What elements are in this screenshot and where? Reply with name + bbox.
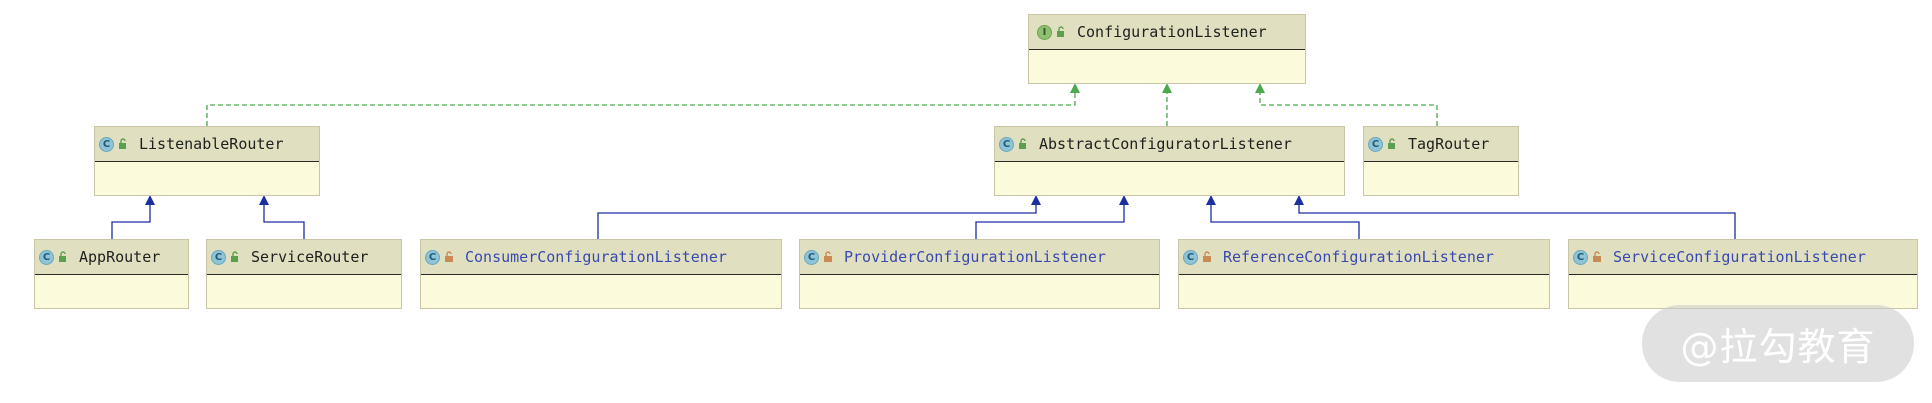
- class-icon: C: [1183, 249, 1198, 265]
- class-name: AppRouter: [79, 248, 161, 266]
- watermark: @拉勾教育: [1642, 305, 1914, 382]
- class-name: ServiceConfigurationListener: [1613, 248, 1866, 266]
- arrowhead: [1206, 195, 1216, 205]
- class-name: ConsumerConfigurationListener: [465, 248, 727, 266]
- class-header: C ServiceConfigurationListener: [1569, 240, 1917, 275]
- class-icon: C: [1368, 136, 1383, 152]
- class-node-consumerconfigurationlistener[interactable]: C ConsumerConfigurationListener: [420, 239, 782, 309]
- implements-arrowheads: [1070, 83, 1265, 93]
- edge-tagrouter-implements-configurationlistener: [1259, 90, 1438, 126]
- edge-consumer-extends-abstractconfigurator: [597, 202, 1037, 239]
- class-icon: C: [1573, 249, 1588, 265]
- public-lock-icon: [1388, 138, 1395, 149]
- class-name: ProviderConfigurationListener: [844, 248, 1106, 266]
- class-node-providerconfigurationlistener[interactable]: C ProviderConfigurationListener: [799, 239, 1160, 309]
- private-lock-icon: [1203, 251, 1211, 262]
- interface-icon: I: [1037, 24, 1052, 40]
- extends-edges: [111, 202, 1736, 239]
- class-header: C ProviderConfigurationListener: [800, 240, 1159, 275]
- public-lock-icon: [59, 251, 66, 262]
- arrowhead: [259, 195, 269, 205]
- class-node-serviceconfigurationlistener[interactable]: C ServiceConfigurationListener: [1568, 239, 1918, 309]
- class-node-tagrouter[interactable]: C TagRouter: [1363, 126, 1519, 196]
- arrowhead: [1162, 83, 1172, 93]
- class-header: C ConsumerConfigurationListener: [421, 240, 781, 275]
- public-lock-icon: [231, 251, 238, 262]
- class-node-abstractconfiguratorlistener[interactable]: C AbstractConfiguratorListener: [994, 126, 1345, 196]
- class-name: ReferenceConfigurationListener: [1223, 248, 1494, 266]
- class-name: ListenableRouter: [139, 135, 284, 153]
- edge-reference-extends-abstractconfigurator: [1210, 202, 1360, 239]
- arrowhead: [1255, 83, 1265, 93]
- class-node-approuter[interactable]: C AppRouter: [34, 239, 189, 309]
- class-name: ServiceRouter: [251, 248, 369, 266]
- edge-listenablerouter-implements-configurationlistener: [206, 90, 1076, 126]
- arrowhead: [1119, 195, 1129, 205]
- class-node-configurationlistener[interactable]: I ConfigurationListener: [1028, 14, 1306, 84]
- private-lock-icon: [445, 251, 453, 262]
- public-lock-icon: [1057, 26, 1064, 37]
- class-node-referenceconfigurationlistener[interactable]: C ReferenceConfigurationListener: [1178, 239, 1550, 309]
- class-header: C TagRouter: [1364, 127, 1518, 162]
- class-icon: C: [425, 249, 440, 265]
- private-lock-icon: [1593, 251, 1601, 262]
- class-icon: C: [999, 136, 1014, 152]
- class-header: C ServiceRouter: [207, 240, 401, 275]
- class-header: C ReferenceConfigurationListener: [1179, 240, 1549, 275]
- arrowhead: [1294, 195, 1304, 205]
- extends-arrowheads: [145, 195, 1304, 205]
- class-node-listenablerouter[interactable]: C ListenableRouter: [94, 126, 320, 196]
- class-node-servicerouter[interactable]: C ServiceRouter: [206, 239, 402, 309]
- class-icon: C: [211, 249, 226, 265]
- edge-approuter-extends-listenablerouter: [111, 202, 151, 239]
- class-header: C AppRouter: [35, 240, 188, 275]
- public-lock-icon: [119, 138, 126, 149]
- class-icon: C: [99, 136, 114, 152]
- arrowhead: [1070, 83, 1080, 93]
- class-header: C AbstractConfiguratorListener: [995, 127, 1344, 162]
- implements-edges: [206, 90, 1438, 126]
- edge-servicerouter-extends-listenablerouter: [263, 202, 305, 239]
- private-lock-icon: [824, 251, 832, 262]
- class-name: AbstractConfiguratorListener: [1039, 135, 1292, 153]
- arrowhead: [1031, 195, 1041, 205]
- class-header: C ListenableRouter: [95, 127, 319, 162]
- arrowhead: [145, 195, 155, 205]
- class-icon: C: [804, 249, 819, 265]
- public-lock-icon: [1019, 138, 1026, 149]
- edge-provider-extends-abstractconfigurator: [975, 202, 1125, 239]
- class-icon: C: [39, 249, 54, 265]
- edge-service-extends-abstractconfigurator: [1298, 202, 1736, 239]
- class-header: I ConfigurationListener: [1029, 15, 1305, 50]
- class-name: TagRouter: [1408, 135, 1490, 153]
- class-name: ConfigurationListener: [1077, 23, 1267, 41]
